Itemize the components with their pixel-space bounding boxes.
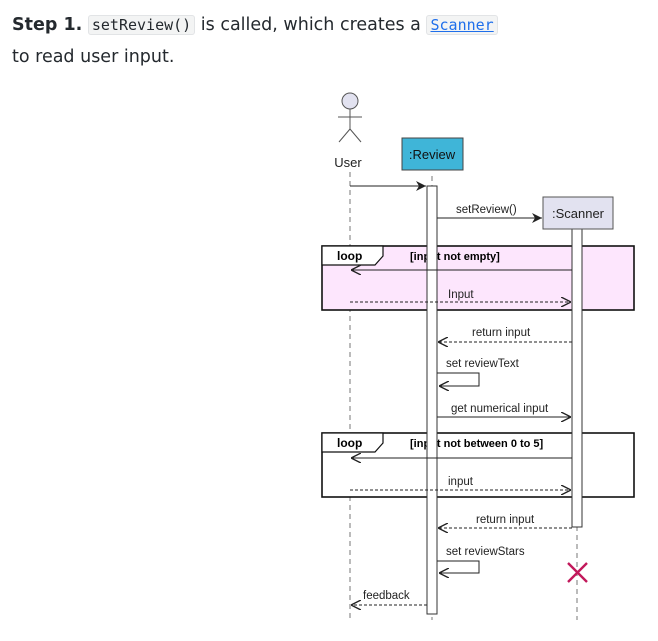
msg-return-input-1: return input bbox=[438, 327, 572, 342]
msg-feedback: feedback bbox=[351, 590, 427, 605]
svg-text:setReview(): setReview() bbox=[456, 204, 517, 216]
loop1-keyword: loop bbox=[337, 249, 362, 263]
msg-input-2: input bbox=[350, 476, 571, 490]
loop1-guard: [input not empty] bbox=[410, 251, 500, 263]
msg-input-1: Input bbox=[350, 289, 571, 302]
svg-text:set reviewText: set reviewText bbox=[446, 358, 520, 370]
scanner-label: :Scanner bbox=[552, 206, 605, 221]
step-text-2: to read user input. bbox=[12, 47, 175, 67]
scanner-activation bbox=[571, 228, 583, 528]
scanner-code-link[interactable]: Scanner bbox=[426, 15, 498, 35]
scanner-participant: :Scanner bbox=[542, 196, 614, 230]
msg-get-numerical-input: get numerical input bbox=[437, 403, 571, 417]
loop2-guard: [input not between 0 to 5] bbox=[410, 438, 544, 450]
msg-set-review: setReview() bbox=[437, 204, 542, 223]
user-actor: User bbox=[334, 92, 362, 170]
svg-text:return input: return input bbox=[472, 327, 531, 339]
step-text-1: is called, which creates a bbox=[200, 15, 421, 35]
review-participant: :Review bbox=[401, 137, 464, 171]
svg-text:feedback: feedback bbox=[363, 590, 410, 602]
svg-text:Input: Input bbox=[448, 289, 474, 301]
loop-fragment-2: loop [input not between 0 to 5] bbox=[321, 432, 635, 498]
review-label: :Review bbox=[409, 147, 456, 162]
svg-text:return input: return input bbox=[476, 514, 535, 526]
svg-text:input: input bbox=[448, 476, 474, 488]
svg-text:set reviewStars: set reviewStars bbox=[446, 546, 525, 558]
msg-return-input-2: return input bbox=[438, 514, 572, 528]
user-label: User bbox=[334, 155, 362, 170]
review-activation bbox=[426, 185, 438, 615]
loop2-keyword: loop bbox=[337, 436, 362, 450]
loop-fragment-1: loop [input not empty] bbox=[321, 245, 635, 311]
scanner-destroy-icon bbox=[567, 562, 588, 583]
set-review-code: setReview() bbox=[87, 15, 196, 35]
step-label: Step 1. bbox=[12, 15, 83, 35]
svg-text:get numerical input: get numerical input bbox=[451, 403, 549, 415]
msg-set-review-text: set reviewText bbox=[437, 358, 520, 386]
step-description: Step 1. setReview() is called, which cre… bbox=[12, 9, 642, 73]
msg-set-review-stars: set reviewStars bbox=[437, 546, 525, 573]
